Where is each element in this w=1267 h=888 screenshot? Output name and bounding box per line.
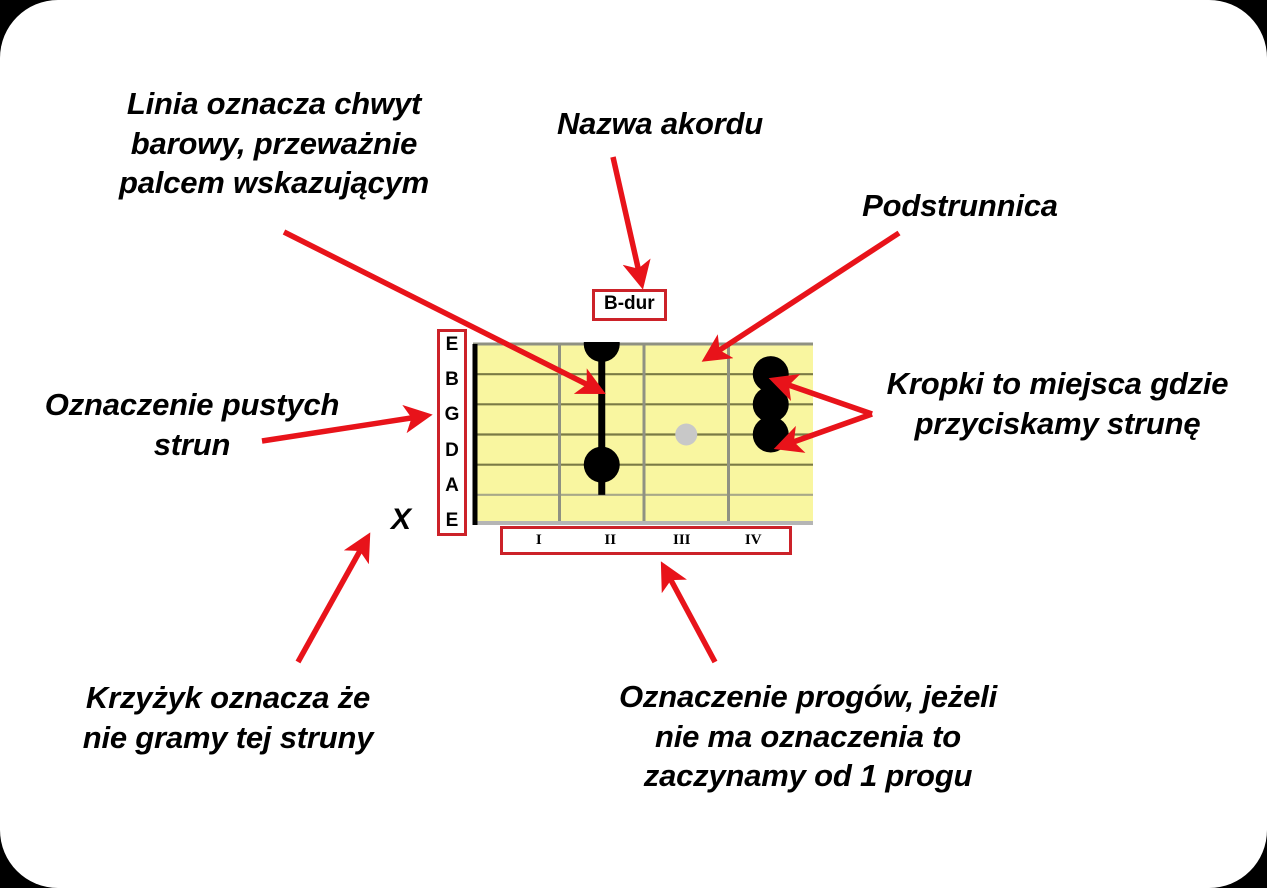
annotation-dots: Kropki to miejsca gdzie przyciskamy stru…	[886, 366, 1229, 441]
fret-labels-box: I II III IV	[500, 526, 792, 555]
mute-marker: X	[391, 503, 412, 536]
string-label-2: B	[445, 369, 459, 391]
annotation-chord-name: Nazwa akordu	[556, 106, 764, 141]
string-label-5: A	[445, 474, 459, 496]
fret-label-4: IV	[744, 532, 762, 548]
fret-label-1: I	[535, 532, 542, 548]
string-label-6: E	[445, 509, 459, 531]
string-labels-box: E B G D A E	[437, 329, 467, 536]
inlay-dot-icon	[675, 423, 698, 446]
fretboard	[472, 342, 813, 525]
annotation-mute: Krzyżyk oznacza że nie gramy tej struny	[82, 680, 374, 755]
chord-name-label: B-dur	[604, 293, 655, 314]
annotation-frets: Oznaczenie progów, jeżeli nie ma oznacze…	[619, 679, 997, 794]
string-label-1: E	[445, 334, 459, 355]
string-label-3: G	[444, 404, 460, 426]
finger-dot	[752, 416, 789, 453]
finger-dot	[583, 446, 620, 483]
chord-name-badge: B-dur	[592, 289, 667, 321]
fret-label-3: III	[672, 532, 691, 548]
annotation-fretboard: Podstrunnica	[862, 188, 1058, 223]
fret-label-2: II	[604, 532, 617, 548]
string-label-4: D	[445, 439, 459, 461]
annotation-barre: Linia oznacza chwyt barowy, przeważnie p…	[118, 86, 430, 201]
